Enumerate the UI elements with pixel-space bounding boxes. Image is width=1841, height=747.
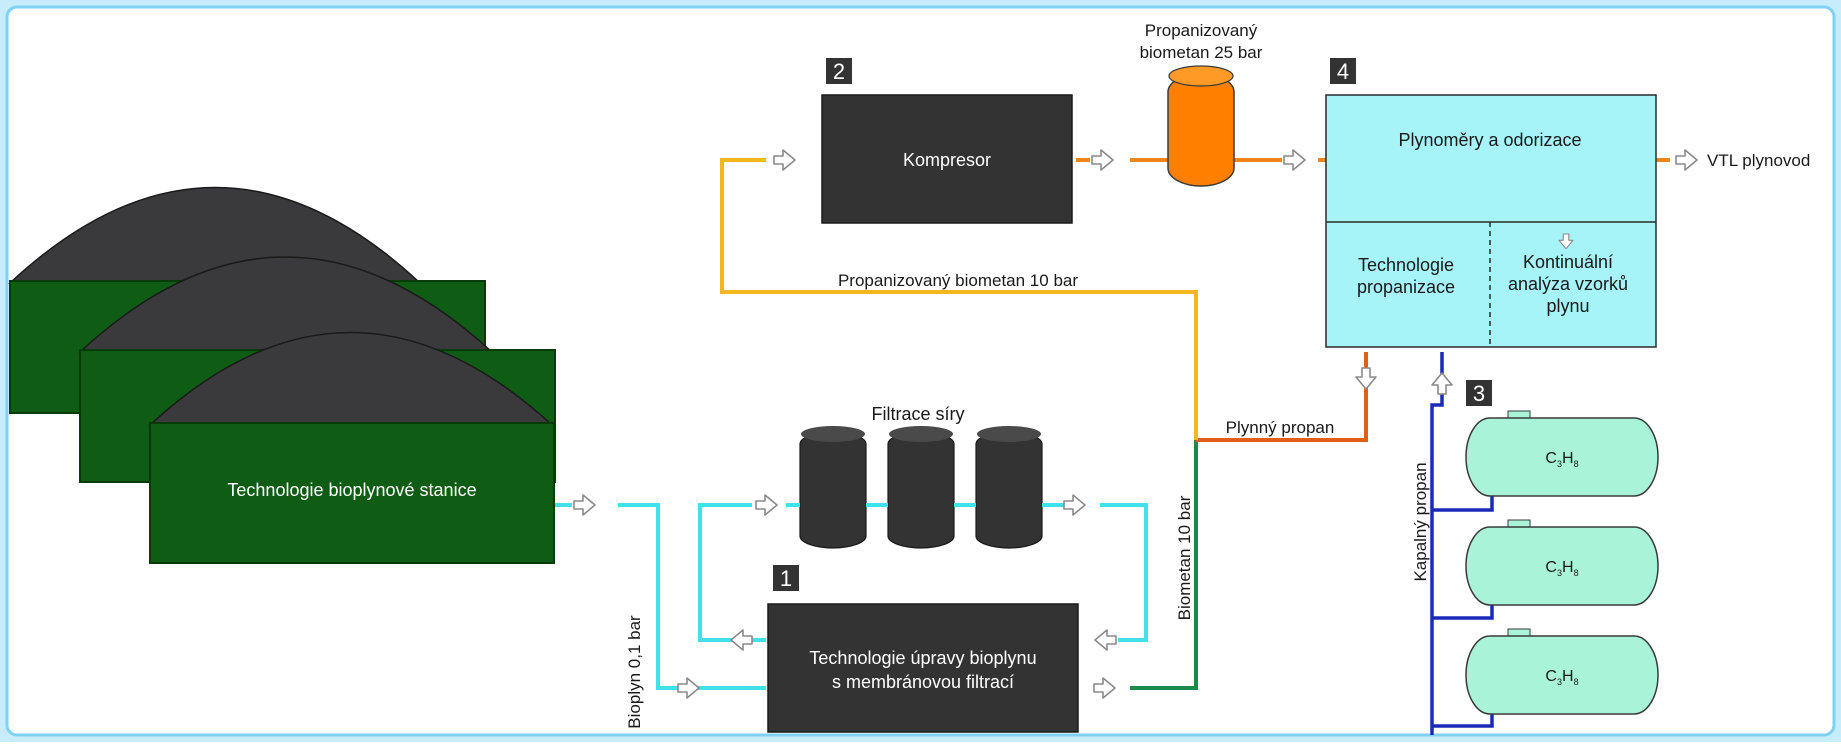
- sulfur-filter-label: Filtrace síry: [871, 404, 964, 424]
- tank-formula: C3H8: [1545, 450, 1578, 469]
- propanized10-flow-label: Propanizovaný biometan 10 bar: [838, 271, 1078, 290]
- step-2-number: 2: [833, 59, 845, 84]
- compressed-biomethane-tank: [1167, 65, 1235, 187]
- output-label: VTL plynovod: [1707, 151, 1810, 170]
- propane-tank: C3H8: [1465, 519, 1659, 606]
- tank-formula: C3H8: [1545, 668, 1578, 687]
- step-3-number: 3: [1473, 381, 1485, 406]
- step-1-badge: [773, 565, 799, 591]
- biogas-station: Technologie bioplynové stanice: [8, 186, 556, 564]
- compressor-unit: [821, 94, 1073, 224]
- station-label: Technologie bioplynové stanice: [227, 480, 476, 500]
- propanized25-label-line1: Propanizovaný: [1145, 21, 1258, 40]
- propanized10-pipe: [720, 158, 1198, 440]
- gas-propane-flow-label: Plynný propan: [1226, 418, 1335, 437]
- propane-tank: C3H8: [1465, 628, 1659, 715]
- propanized25-label-line2: biometan 25 bar: [1140, 43, 1263, 62]
- analysis-label-line3: plynu: [1546, 296, 1589, 316]
- propane-tank: C3H8: [1465, 410, 1659, 497]
- sulfur-filter-vessels: [799, 426, 1043, 549]
- liquid-propane-flow-label: Kapalný propan: [1411, 462, 1430, 581]
- compressor-label: Kompresor: [903, 150, 991, 170]
- analysis-label-line2: analýza vzorků: [1508, 274, 1628, 294]
- step-4-number: 4: [1337, 59, 1349, 84]
- biogas-flow-label: Bioplyn 0,1 bar: [625, 615, 644, 729]
- biomethane-flow-label: Biometan 10 bar: [1175, 495, 1194, 620]
- step-3-badge: [1466, 380, 1492, 406]
- membrane-unit: [767, 603, 1079, 733]
- tank-formula: C3H8: [1545, 559, 1578, 578]
- module-4: [1325, 94, 1657, 348]
- membrane-label-line2: s membránovou filtrací: [832, 672, 1014, 692]
- propanization-label-line1: Technologie: [1358, 255, 1454, 275]
- membrane-label-line1: Technologie úpravy bioplynu: [809, 648, 1036, 668]
- analysis-label-line1: Kontinuální: [1523, 252, 1613, 272]
- step-2-badge: [826, 58, 852, 84]
- step-1-number: 1: [780, 566, 792, 591]
- step-4-badge: [1330, 58, 1356, 84]
- propanization-label-line2: propanizace: [1357, 277, 1455, 297]
- meters-label: Plynoměry a odorizace: [1398, 130, 1581, 150]
